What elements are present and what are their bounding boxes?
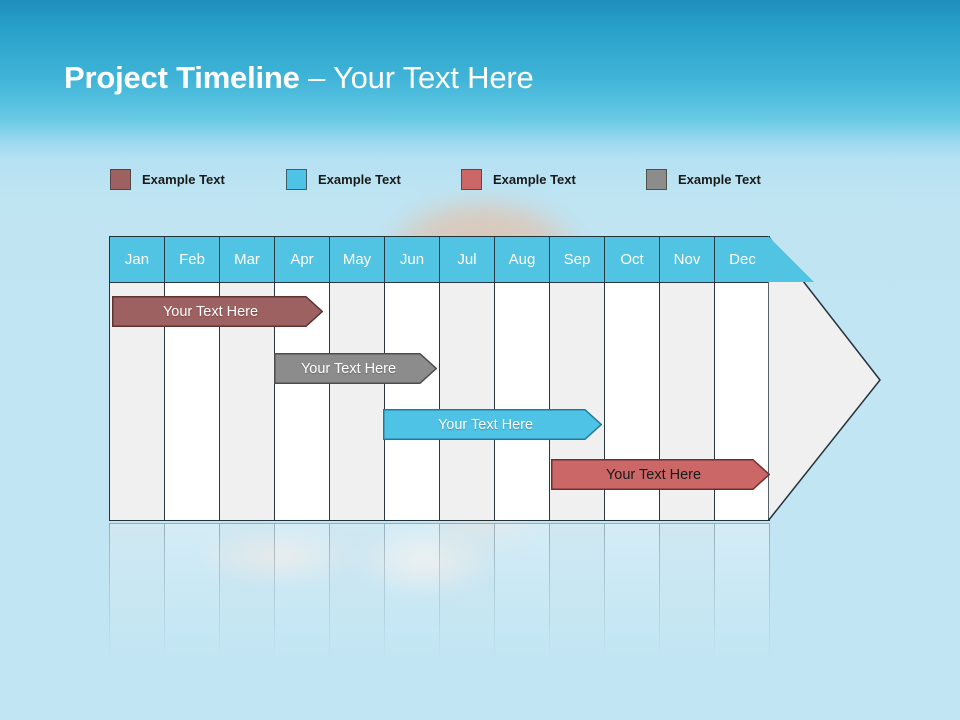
background-blur-shape-lower: [140, 520, 760, 640]
legend-swatch-icon: [646, 169, 667, 190]
legend-swatch-icon: [110, 169, 131, 190]
legend-item: Example Text: [461, 169, 576, 190]
timeline-column-aug: Aug: [495, 237, 550, 520]
legend-item: Example Text: [286, 169, 401, 190]
task-bar-label: Your Text Here: [437, 416, 534, 433]
legend-item: Example Text: [110, 169, 225, 190]
month-header-aug[interactable]: Aug: [495, 237, 549, 283]
month-header-nov[interactable]: Nov: [660, 237, 714, 283]
month-header-may[interactable]: May: [330, 237, 384, 283]
timeline-column-jul: Jul: [440, 237, 495, 520]
timeline-task-bar[interactable]: Your Text Here: [551, 459, 770, 490]
reflection-column: [220, 524, 275, 673]
reflection-column: [715, 524, 770, 673]
timeline-reflection: [109, 523, 881, 673]
month-header-jun[interactable]: Jun: [385, 237, 439, 283]
month-header-oct[interactable]: Oct: [605, 237, 659, 283]
month-header-apr[interactable]: Apr: [275, 237, 329, 283]
task-bar-label: Your Text Here: [605, 466, 702, 483]
task-bar-shape: [551, 459, 770, 490]
reflection-column: [495, 524, 550, 673]
month-header-jul[interactable]: Jul: [440, 237, 494, 283]
reflection-column: [330, 524, 385, 673]
legend-label: Example Text: [493, 172, 576, 187]
task-bar-label: Your Text Here: [300, 360, 397, 377]
page-title-bold: Project Timeline: [64, 60, 300, 95]
legend-label: Example Text: [678, 172, 761, 187]
timeline-task-bar[interactable]: Your Text Here: [112, 296, 323, 327]
timeline-arrow-head: [768, 236, 881, 521]
reflection-column: [605, 524, 660, 673]
month-header-feb[interactable]: Feb: [165, 237, 219, 283]
reflection-column: [660, 524, 715, 673]
timeline-column-mar: Mar: [220, 237, 275, 520]
legend-swatch-icon: [286, 169, 307, 190]
timeline-task-bar[interactable]: Your Text Here: [383, 409, 602, 440]
legend-label: Example Text: [318, 172, 401, 187]
timeline-task-bar[interactable]: Your Text Here: [274, 353, 437, 384]
legend-label: Example Text: [142, 172, 225, 187]
task-bar-shape: [383, 409, 602, 440]
timeline-column-jan: Jan: [110, 237, 165, 520]
month-header-mar[interactable]: Mar: [220, 237, 274, 283]
page-title-regular: – Your Text Here: [299, 60, 534, 95]
reflection-column: [110, 524, 165, 673]
task-bar-shape: [274, 353, 437, 384]
legend-item: Example Text: [646, 169, 761, 190]
task-bar-shape: [112, 296, 323, 327]
reflection-column: [165, 524, 220, 673]
month-header-dec[interactable]: Dec: [715, 237, 769, 283]
page-title: Project Timeline – Your Text Here: [64, 60, 534, 96]
timeline-column-feb: Feb: [165, 237, 220, 520]
reflection-column: [550, 524, 605, 673]
reflection-column: [385, 524, 440, 673]
month-header-jan[interactable]: Jan: [110, 237, 164, 283]
legend: Example Text Example Text Example Text Exam…: [110, 169, 910, 195]
reflection-column: [440, 524, 495, 673]
task-bar-label: Your Text Here: [162, 303, 259, 320]
legend-swatch-icon: [461, 169, 482, 190]
month-header-sep[interactable]: Sep: [550, 237, 604, 283]
reflection-column: [275, 524, 330, 673]
